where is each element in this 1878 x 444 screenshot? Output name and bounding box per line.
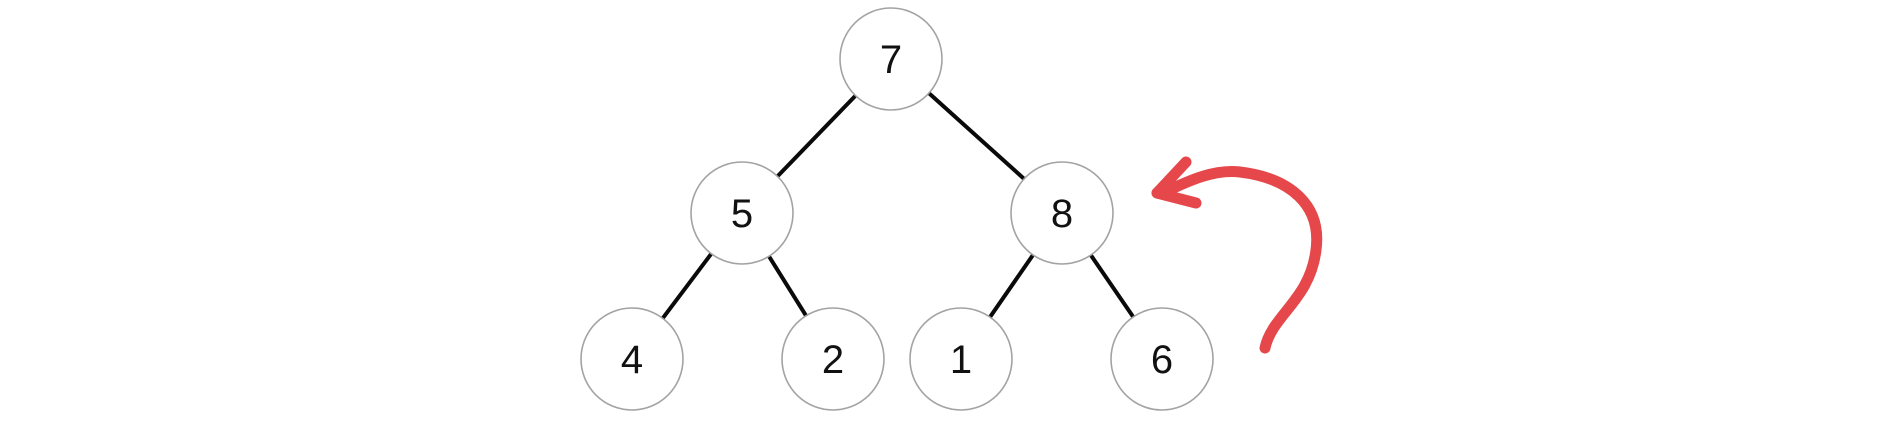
node-label-1: 1 — [950, 338, 972, 382]
annotation-group — [1151, 156, 1323, 354]
node-label-7: 7 — [880, 38, 902, 82]
tree-node-6[interactable]: 6 — [1110, 307, 1214, 411]
tree-edge-n8-n6 — [1088, 253, 1136, 319]
tree-edge-n7-n5 — [775, 93, 858, 179]
node-label-4: 4 — [621, 338, 643, 382]
tree-node-1[interactable]: 1 — [909, 307, 1013, 411]
tree-edges-group — [660, 91, 1136, 321]
node-circle-6[interactable] — [1110, 307, 1214, 411]
red-arrow-head-lower-barb — [1151, 187, 1202, 209]
tree-edge-n5-n2 — [766, 254, 809, 318]
node-circle-4[interactable] — [580, 307, 684, 411]
tree-node-5[interactable]: 5 — [690, 161, 794, 265]
node-label-6: 6 — [1151, 338, 1173, 382]
node-circle-1[interactable] — [909, 307, 1013, 411]
tree-node-4[interactable]: 4 — [580, 307, 684, 411]
tree-edge-n5-n4 — [660, 251, 714, 321]
node-circle-7[interactable] — [839, 7, 943, 111]
tree-node-8[interactable]: 8 — [1010, 161, 1114, 265]
node-label-8: 8 — [1051, 192, 1073, 236]
red-arrow-head-upper-barb — [1151, 156, 1192, 199]
node-circle-5[interactable] — [690, 161, 794, 265]
node-circle-8[interactable] — [1010, 161, 1114, 265]
tree-edge-n7-n8 — [926, 91, 1027, 181]
tree-edge-n8-n1 — [988, 252, 1035, 320]
node-label-5: 5 — [731, 192, 753, 236]
tree-node-7[interactable]: 7 — [839, 7, 943, 111]
tree-nodes-group: 7 5 8 4 2 1 6 — [580, 7, 1214, 411]
tree-node-2[interactable]: 2 — [781, 307, 885, 411]
node-circle-2[interactable] — [781, 307, 885, 411]
node-label-2: 2 — [822, 338, 844, 382]
red-arrow-body — [1159, 166, 1323, 354]
